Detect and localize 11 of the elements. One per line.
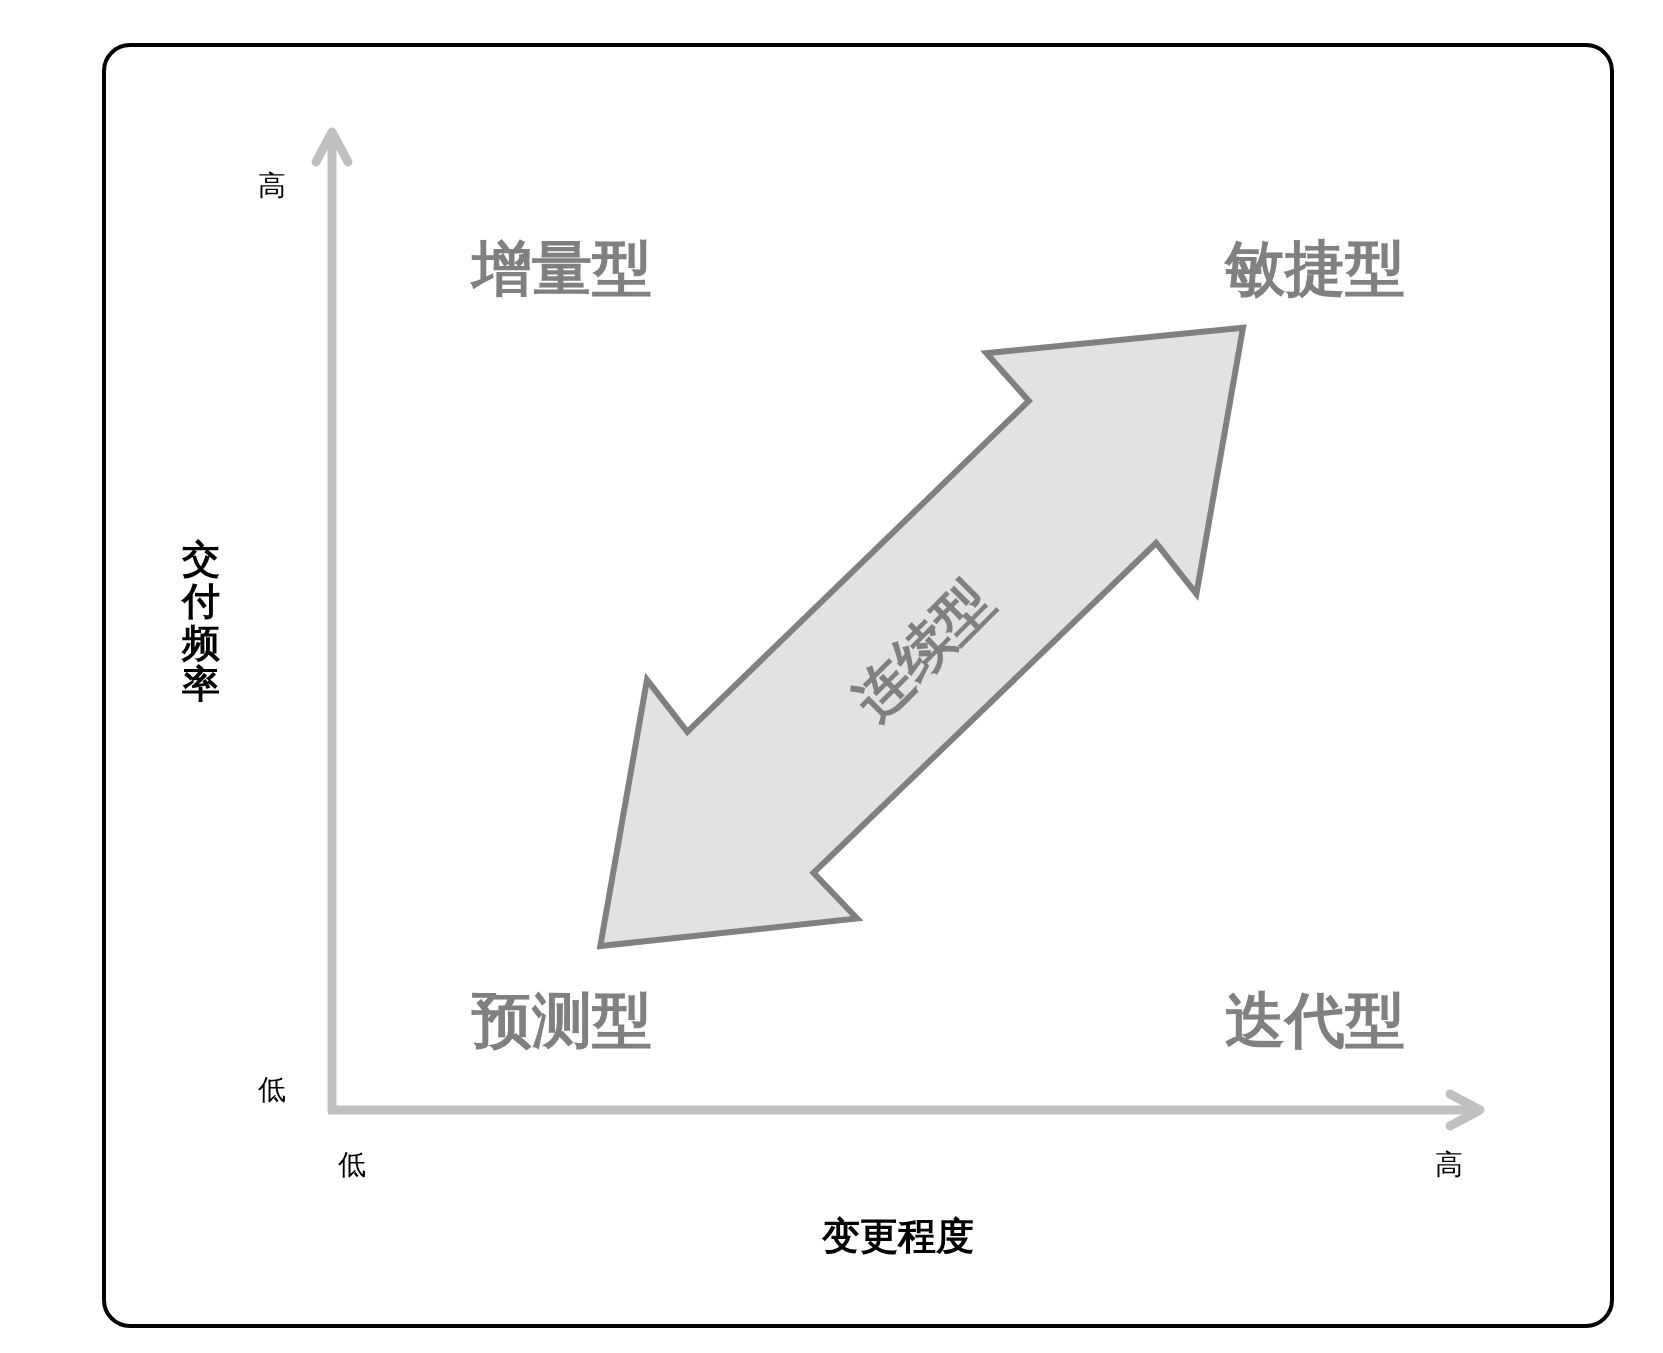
- arrow-label: 连续型: [843, 570, 1003, 730]
- quadrant-label: 增量型: [472, 238, 652, 298]
- quadrant-label: 敏捷型: [1225, 238, 1405, 298]
- tick-label: 高: [258, 172, 286, 200]
- quadrant-label: 迭代型: [1225, 990, 1405, 1050]
- axis-title: 变更程度: [822, 1217, 974, 1255]
- tick-label: 低: [338, 1151, 366, 1179]
- quadrant-label: 预测型: [472, 990, 652, 1050]
- tick-label: 低: [258, 1076, 286, 1104]
- axis-title: 交付频率: [182, 539, 220, 707]
- tick-label: 高: [1435, 1151, 1463, 1179]
